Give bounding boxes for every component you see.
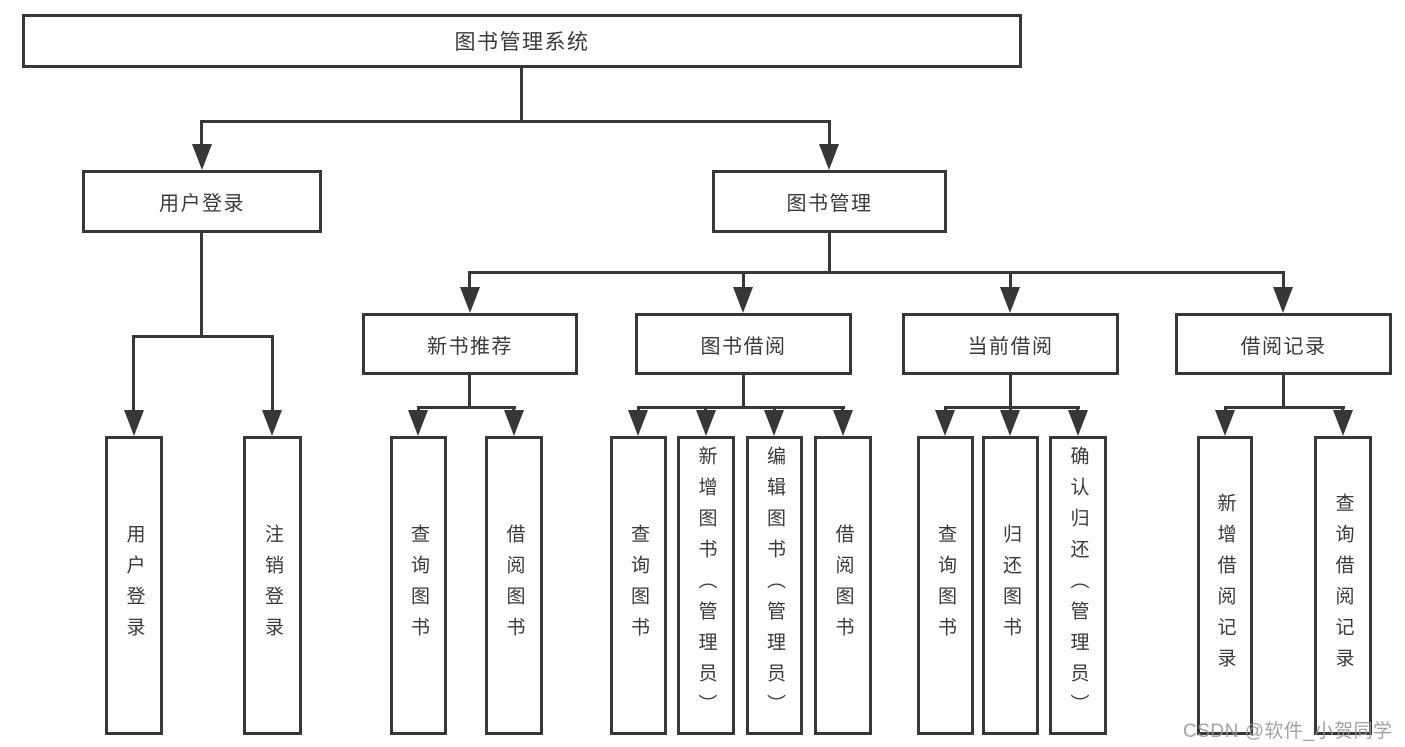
connector-line (200, 233, 203, 337)
connector-line (637, 406, 845, 409)
connector-line (468, 375, 471, 408)
arrowhead-down-icon (733, 287, 753, 313)
node-user-login: 用户登录 (82, 170, 322, 233)
connector-line (1282, 375, 1285, 408)
connector-line (417, 406, 516, 409)
leaf-return-books-label: 归还图书 (1000, 523, 1021, 648)
leaf-confirm-return-admin: 确认归还（管理员） (1049, 436, 1107, 735)
arrowhead-down-icon (460, 287, 480, 313)
leaf-query-books-borrowing-label: 查询图书 (628, 523, 649, 648)
arrowhead-down-icon (628, 410, 648, 436)
connector-line (742, 375, 745, 408)
arrowhead-down-icon (1068, 410, 1088, 436)
node-new-book-recommend-label: 新书推荐 (427, 335, 513, 358)
arrowhead-down-icon (696, 410, 716, 436)
arrowhead-down-icon (764, 410, 784, 436)
arrowhead-down-icon (1000, 287, 1020, 313)
arrowhead-down-icon (1333, 410, 1353, 436)
leaf-edit-books-admin: 编辑图书（管理员） (746, 436, 803, 735)
arrowhead-down-icon (192, 144, 212, 170)
connector-line (200, 120, 831, 123)
connector-line (132, 335, 273, 338)
leaf-edit-books-admin-label: 编辑图书（管理员） (764, 446, 785, 725)
leaf-add-borrow-record: 新增借阅记录 (1197, 436, 1253, 735)
arrowhead-down-icon (408, 410, 428, 436)
arrowhead-down-icon (1000, 410, 1020, 436)
leaf-logout-label: 注销登录 (262, 523, 283, 648)
leaf-query-books-current-label: 查询图书 (935, 523, 956, 648)
leaf-add-borrow-record-label: 新增借阅记录 (1214, 492, 1236, 679)
arrowhead-down-icon (504, 410, 524, 436)
connector-line (1224, 406, 1345, 409)
leaf-return-books: 归还图书 (982, 436, 1039, 735)
leaf-query-books-recommend-label: 查询图书 (408, 523, 429, 648)
connector-line (520, 68, 523, 123)
node-book-management: 图书管理 (712, 170, 947, 233)
leaf-logout: 注销登录 (243, 436, 302, 735)
connector-line (468, 271, 1285, 274)
leaf-add-books-admin-label: 新增图书（管理员） (695, 446, 717, 725)
arrowhead-down-icon (262, 410, 282, 436)
connector-line (271, 335, 274, 415)
arrowhead-down-icon (1273, 287, 1293, 313)
node-current-borrowing: 当前借阅 (902, 313, 1119, 375)
connector-line (132, 335, 135, 415)
leaf-query-books-borrowing: 查询图书 (610, 436, 667, 735)
connector-line (742, 271, 745, 293)
node-borrowing-records-label: 借阅记录 (1240, 335, 1327, 358)
connector-line (468, 271, 471, 293)
node-new-book-recommend: 新书推荐 (362, 313, 578, 375)
connector-line (828, 233, 831, 273)
leaf-query-borrow-record: 查询借阅记录 (1314, 436, 1372, 735)
node-current-borrowing-label: 当前借阅 (967, 335, 1054, 358)
leaf-borrow-books-recommend: 借阅图书 (485, 436, 543, 735)
leaf-query-borrow-record-label: 查询借阅记录 (1332, 492, 1354, 679)
leaf-user-login: 用户登录 (105, 436, 163, 735)
node-book-management-label: 图书管理 (786, 193, 873, 215)
leaf-query-books-current: 查询图书 (917, 436, 974, 735)
node-book-borrowing-label: 图书借阅 (700, 335, 787, 358)
connector-line (944, 406, 1080, 409)
node-user-login-label: 用户登录 (159, 193, 245, 215)
leaf-query-books-recommend: 查询图书 (390, 436, 447, 735)
node-library-system-label: 图书管理系统 (454, 31, 590, 54)
leaf-user-login-label: 用户登录 (123, 523, 145, 648)
connector-line (828, 120, 831, 150)
leaf-borrow-books-label: 借阅图书 (832, 523, 854, 648)
leaf-add-books-admin: 新增图书（管理员） (677, 436, 735, 735)
connector-line (1009, 271, 1012, 293)
csdn-watermark: CSDN @软件_小贺同学 (1183, 721, 1393, 742)
arrowhead-down-icon (1215, 410, 1235, 436)
leaf-borrow-books-recommend-label: 借阅图书 (503, 523, 525, 648)
arrowhead-down-icon (833, 410, 853, 436)
node-borrowing-records: 借阅记录 (1175, 313, 1392, 375)
leaf-borrow-books: 借阅图书 (814, 436, 872, 735)
node-library-system: 图书管理系统 (22, 14, 1022, 68)
connector-line (1009, 375, 1012, 408)
arrowhead-down-icon (124, 410, 144, 436)
node-book-borrowing: 图书借阅 (635, 313, 852, 375)
leaf-confirm-return-admin-label: 确认归还（管理员） (1067, 446, 1089, 725)
arrowhead-down-icon (819, 144, 839, 170)
connector-line (200, 120, 203, 150)
arrowhead-down-icon (935, 410, 955, 436)
connector-line (1282, 271, 1285, 293)
